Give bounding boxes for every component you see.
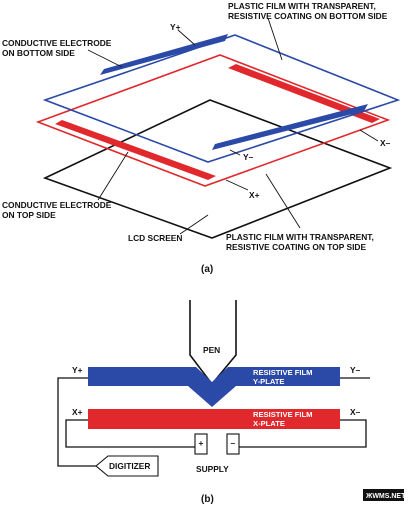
- leader-x-minus: [359, 129, 379, 142]
- label-pen: PEN: [203, 345, 220, 355]
- wire-y-plus: [57, 377, 96, 467]
- digitizer-box: [95, 455, 159, 477]
- leader-y-minus: [229, 149, 241, 156]
- label-electrode-bottom-2: ON BOTTOM SIDE: [2, 48, 75, 58]
- wire-x-minus: [239, 419, 367, 448]
- top-film-outline: [42, 34, 401, 163]
- leader-bottom-film: [265, 173, 301, 229]
- label-lcd-screen: LCD SCREEN: [128, 233, 182, 243]
- leader-electrode-top: [97, 151, 129, 201]
- label-y-plus-a: Y+: [170, 22, 181, 32]
- supply-plus-terminal: [194, 433, 208, 455]
- diagram-b: PEN RESISTIVE FILM Y-PLATE RESISTIVE FIL…: [57, 300, 370, 505]
- label-y-minus-a: Y–: [243, 152, 254, 162]
- caption-b: (b): [201, 494, 214, 505]
- wire-x-plus: [65, 419, 195, 448]
- label-x-minus-b: X–: [350, 407, 361, 417]
- label-electrode-top-1: CONDUCTIVE ELECTRODE: [2, 200, 112, 210]
- x-minus-electrode: [228, 64, 380, 123]
- x-plus-electrode: [55, 120, 216, 180]
- label-digitizer: DIGITIZER: [109, 461, 150, 471]
- leader-y-plus: [177, 29, 196, 46]
- label-top-film-1: PLASTIC FILM WITH TRANSPARENT,: [228, 1, 376, 11]
- label-x-plus-b: X+: [72, 407, 83, 417]
- watermark: ЖWMS.NET: [363, 489, 406, 501]
- label-supply-minus: –: [231, 438, 236, 448]
- label-bottom-film-1: PLASTIC FILM WITH TRANSPARENT,: [226, 232, 374, 242]
- y-plate: [88, 367, 340, 407]
- y-plus-electrode: [100, 34, 228, 75]
- supply-minus-terminal: [226, 433, 240, 455]
- label-bottom-film-2: RESISTIVE COATING ON TOP SIDE: [226, 242, 366, 252]
- label-y-plate-2: Y-PLATE: [253, 377, 285, 386]
- watermark-bg: [363, 489, 404, 501]
- lcd-screen-outline: [42, 99, 393, 239]
- label-supply-plus: +: [199, 438, 204, 448]
- label-x-minus-a: X–: [380, 138, 391, 148]
- label-x-plate-1: RESISTIVE FILM: [253, 410, 313, 419]
- label-electrode-top-2: ON TOP SIDE: [2, 210, 56, 220]
- bottom-film-outline: [35, 54, 391, 187]
- label-top-film-2: RESISTIVE COATING ON BOTTOM SIDE: [228, 11, 388, 21]
- leader-x-plus: [225, 179, 249, 191]
- label-y-plate-1: RESISTIVE FILM: [253, 368, 313, 377]
- label-y-minus-b: Y–: [350, 365, 361, 375]
- label-electrode-bottom-1: CONDUCTIVE ELECTRODE: [2, 38, 112, 48]
- x-plate: [88, 409, 340, 429]
- y-minus-electrode: [212, 104, 368, 150]
- caption-a: (a): [201, 264, 213, 275]
- label-x-plus-a: X+: [249, 190, 260, 200]
- leader-lcd: [179, 214, 209, 235]
- watermark-text: ЖWMS.NET: [365, 493, 406, 500]
- label-supply: SUPPLY: [196, 464, 229, 474]
- leader-top-film: [267, 17, 283, 61]
- label-y-plus-b: Y+: [72, 365, 83, 375]
- diagram-a: PLASTIC FILM WITH TRANSPARENT, RESISTIVE…: [2, 1, 401, 275]
- label-x-plate-2: X-PLATE: [253, 419, 285, 428]
- leader-electrode-bottom: [87, 49, 123, 68]
